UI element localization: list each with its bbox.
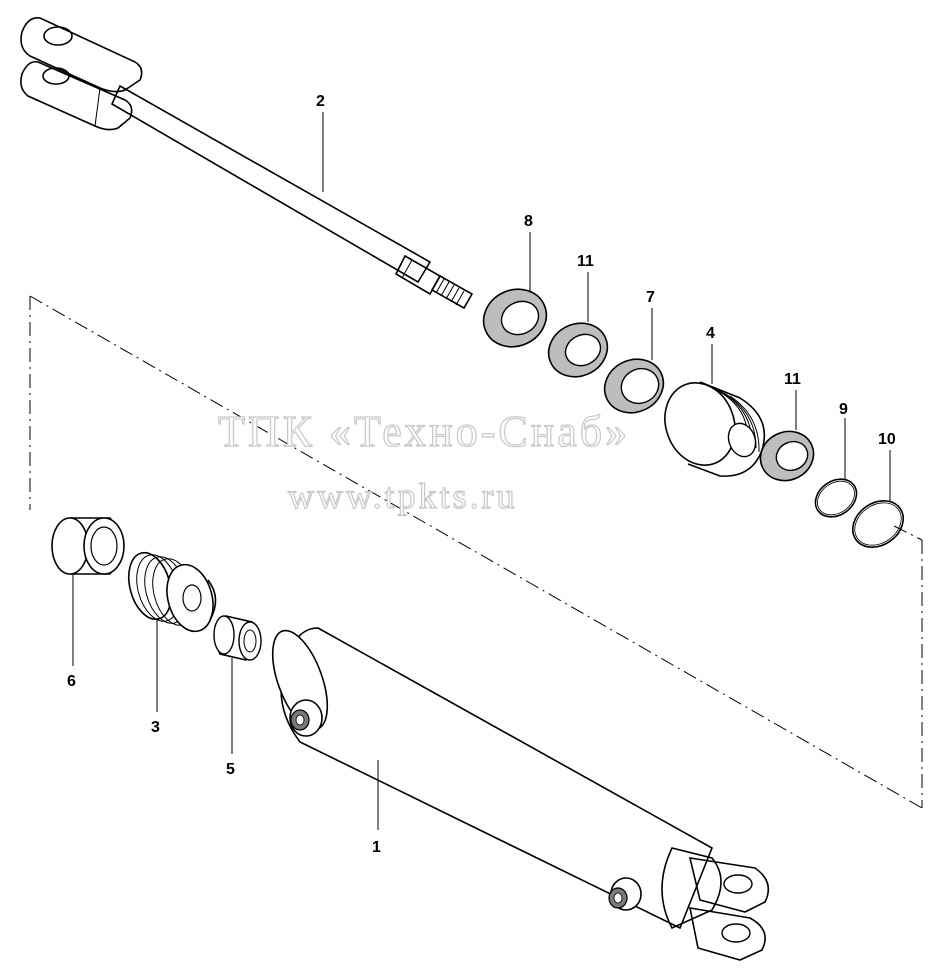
callout-11-upper: 11 — [577, 253, 594, 270]
callout-4: 4 — [706, 325, 715, 342]
callout-10: 10 — [878, 431, 896, 448]
part-cylinder-barrel-1 — [271, 627, 770, 961]
callout-11-lower: 11 — [784, 371, 801, 388]
part-o-ring-10 — [852, 500, 904, 548]
part-ring-7 — [603, 358, 665, 414]
part-ring-11-upper — [547, 322, 609, 378]
callout-6: 6 — [67, 673, 76, 690]
callout-5: 5 — [226, 761, 235, 778]
part-piston-3 — [127, 551, 217, 633]
callout-7: 7 — [646, 289, 655, 306]
callouts: 2 8 11 7 4 11 9 10 6 3 5 1 — [67, 93, 896, 856]
part-o-ring-9 — [814, 478, 858, 518]
part-ring-11-lower — [759, 430, 815, 482]
callout-8: 8 — [524, 213, 533, 230]
part-bushing-5 — [213, 615, 262, 661]
callout-2: 2 — [316, 93, 325, 110]
part-piston-rod — [20, 16, 474, 310]
leader-lines — [72, 112, 891, 830]
watermark-company: ТПК «Техно-Снаб» — [218, 407, 630, 456]
callout-9: 9 — [839, 401, 848, 418]
callout-3: 3 — [151, 719, 160, 736]
part-seal-ring-8 — [482, 288, 548, 348]
part-gland-4 — [664, 381, 766, 477]
watermark: ТПК «Техно-Снаб» www.tpkts.ru — [217, 406, 630, 516]
watermark-url: www.tpkts.ru — [288, 476, 518, 516]
callout-1: 1 — [372, 839, 381, 856]
part-bushing-6 — [51, 517, 125, 575]
